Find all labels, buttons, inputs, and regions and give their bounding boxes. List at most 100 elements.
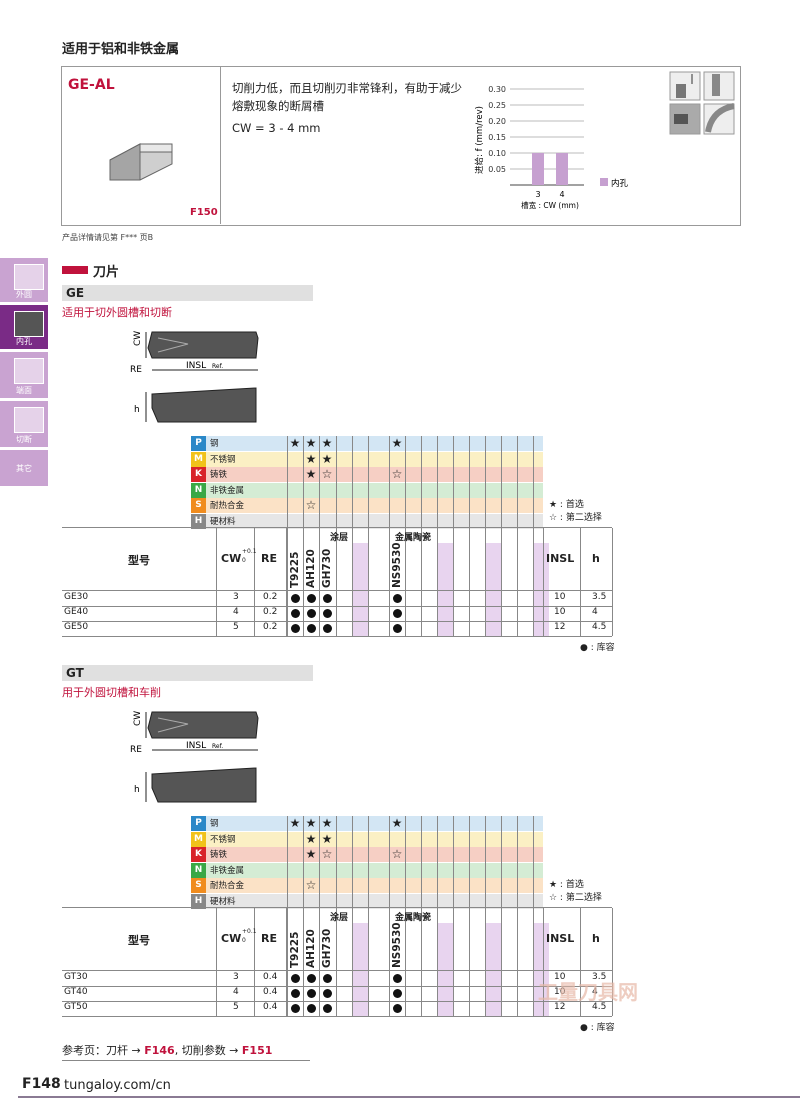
rating-symbol: ☆ (321, 847, 333, 861)
cw-value: 5 (233, 622, 239, 632)
material-letter: S (191, 498, 206, 513)
material-name: 钢 (210, 439, 219, 449)
insl-value: 10 (554, 592, 566, 602)
grid-line (254, 528, 255, 636)
cw-value: 4 (233, 607, 239, 617)
sidebar-item-label: 其它 (16, 464, 32, 473)
section-header-gt: GT (62, 665, 313, 681)
sidebar-item-face[interactable]: 端面 (0, 352, 48, 398)
header-cw-tolerance-lower: 0 (242, 557, 246, 564)
grid-line (319, 816, 320, 1016)
grid-line (389, 816, 390, 1016)
insl-value: 12 (554, 1002, 566, 1012)
detail-note: 产品详情请见第 F*** 页B (62, 233, 154, 242)
legend-first-choice: ★ : 首选 (549, 880, 584, 890)
header-cw-tolerance-upper: +0.1 (242, 928, 257, 935)
grid-line (517, 816, 518, 1016)
grid-line (352, 816, 353, 1016)
feature-description: 切削力低，而且切削刃非常锋利，有助于减少熔敷现象的断屑槽 (232, 81, 462, 113)
grid-line (533, 436, 534, 636)
sidebar-item-label: 端面 (16, 386, 32, 395)
grid-line (287, 816, 288, 1016)
material-letter: N (191, 862, 206, 878)
stock-dot (307, 624, 316, 633)
legend-first-choice: ★ : 首选 (549, 500, 584, 510)
feature-box (61, 66, 741, 226)
insert-top-view (147, 711, 259, 739)
table-top-rule (62, 907, 612, 908)
footer-url[interactable]: tungaloy.com/cn (64, 1078, 171, 1093)
insl-value: 10 (554, 972, 566, 982)
chipbreaker-line (157, 717, 189, 733)
insl-value: 10 (554, 987, 566, 997)
cw-value: 3 (233, 592, 239, 602)
reference-page-holder[interactable]: F146 (144, 1044, 175, 1057)
material-name: 硬材料 (210, 516, 236, 527)
material-name: 不锈钢 (210, 454, 236, 465)
grid-line (437, 816, 438, 1016)
cutoff-icon (14, 407, 44, 433)
ref-label: Ref. (212, 363, 223, 370)
rating-symbol: ★ (305, 467, 317, 481)
material-name: 耐热合金 (210, 881, 245, 891)
material-letter: P (191, 816, 206, 831)
material-letter: P (191, 436, 206, 451)
sidebar-item-other[interactable]: 其它 (0, 450, 48, 486)
reference-page-params[interactable]: F151 (241, 1044, 273, 1057)
feature-page-ref[interactable]: F150 (190, 207, 218, 218)
footer-page-number: F148 (22, 1076, 61, 1092)
model-name: GE30 (64, 592, 89, 602)
sidebar-item-internal[interactable]: 内孔 (0, 305, 48, 349)
stock-dot (323, 624, 332, 633)
header-insl: INSL (546, 552, 575, 565)
x-axis-label: 槽宽 : CW (mm) (521, 200, 579, 210)
stock-dot (307, 609, 316, 618)
feature-code: GE-AL (68, 77, 115, 93)
table-top-rule (62, 527, 612, 528)
stock-dot (393, 989, 402, 998)
material-letter: H (191, 513, 206, 529)
legend-second-choice: ☆ : 第二选择 (549, 893, 602, 903)
header-coating: 涂层 (330, 533, 349, 543)
material-letter: K (191, 467, 206, 482)
grid-line (336, 436, 337, 636)
y-tick-label: 0.15 (488, 133, 506, 142)
y-tick-label: 0.10 (488, 149, 506, 158)
sidebar-item-external[interactable]: 外圆 (0, 258, 48, 302)
sidebar-item-cutoff[interactable]: 切断 (0, 401, 48, 447)
grid-line (216, 528, 217, 636)
legend-swatch (600, 178, 608, 186)
header-cw-tolerance-upper: +0.1 (242, 548, 257, 555)
stock-dot (291, 974, 300, 983)
x-tick-label: 3 (535, 190, 540, 199)
material-row-h: H 硬材料 (191, 513, 543, 529)
re-value: 0.4 (263, 1002, 278, 1012)
header-cw: CW (221, 932, 242, 945)
stock-dot (307, 989, 316, 998)
grid-line (501, 436, 502, 636)
material-letter: M (191, 451, 206, 467)
stock-dot (393, 624, 402, 633)
header-model: 型号 (128, 934, 150, 947)
stock-dot (307, 1004, 316, 1013)
cw-label: CW (133, 331, 143, 346)
rating-symbol: ☆ (305, 498, 317, 512)
insert-icon (109, 143, 173, 181)
insl-value: 12 (554, 622, 566, 632)
rating-symbol: ☆ (305, 878, 317, 892)
grid-line (469, 436, 470, 636)
row-rule (62, 621, 612, 622)
grid-line (368, 816, 369, 1016)
grid-line (612, 528, 613, 636)
model-name: GT40 (64, 987, 88, 997)
y-tick-label: 0.20 (488, 117, 506, 126)
grid-line (485, 436, 486, 636)
re-value: 0.2 (263, 592, 278, 602)
rating-symbol: ★ (391, 436, 403, 450)
